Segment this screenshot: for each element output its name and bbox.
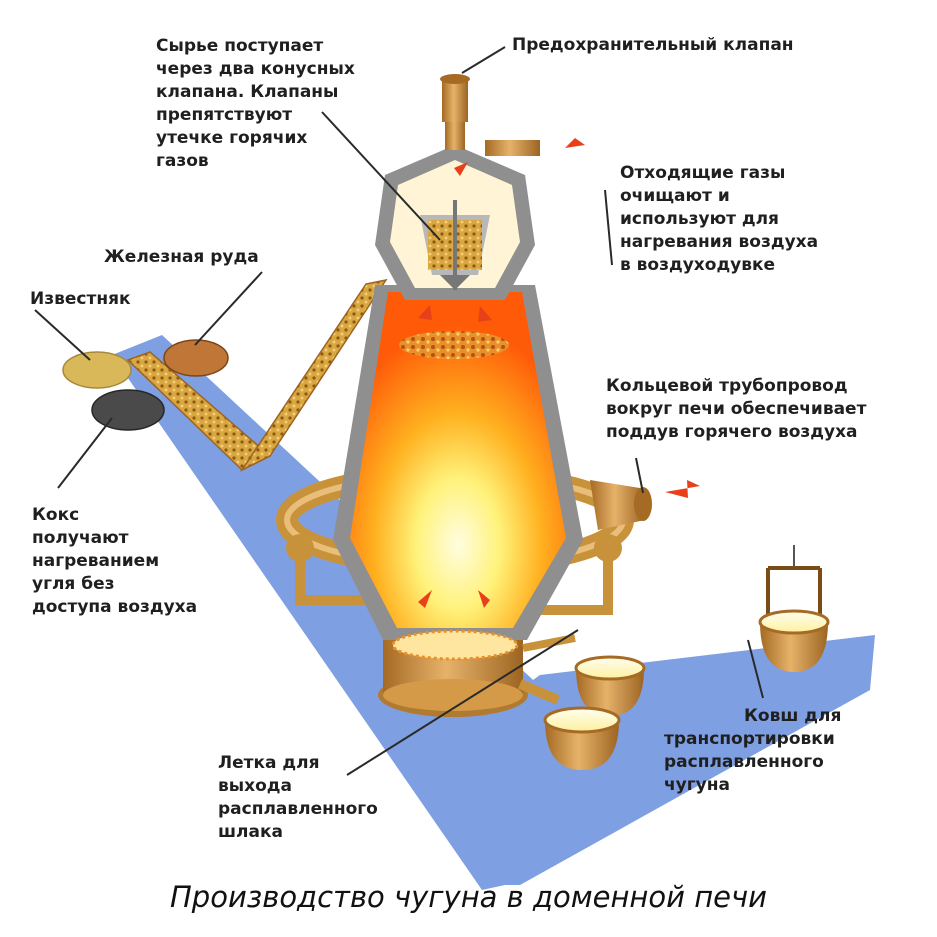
label-slag-tap: Летка для выхода расплавленного шлака — [218, 752, 378, 844]
label-line: газов — [156, 151, 209, 171]
iron-tap-channel — [518, 679, 560, 705]
floor-walkway — [112, 335, 560, 890]
label-line: расплавленного — [664, 752, 824, 772]
label-line: выхода — [218, 776, 292, 796]
label-line: угля без — [32, 574, 115, 594]
ladle-2 — [543, 706, 621, 770]
label-limestone: Известняк — [30, 288, 131, 311]
label-line: получают — [32, 528, 129, 548]
label-line: Предохранительный клапан — [512, 35, 794, 55]
label-raw-material: Сырье поступает через два конусных клапа… — [156, 35, 355, 173]
ladle-1 — [574, 655, 646, 716]
label-ring-pipe: Кольцевой трубопровод вокруг печи обеспе… — [606, 375, 866, 444]
label-line: в воздуходувке — [620, 255, 776, 275]
coke-pile — [91, 389, 165, 431]
label-line: поддув горячего воздуха — [606, 422, 858, 442]
label-coke: Кокс получают нагреванием угля без досту… — [32, 504, 197, 619]
label-line: утечке горячих — [156, 128, 308, 148]
label-line: шлака — [218, 822, 283, 842]
leader-lines — [34, 46, 764, 776]
label-line: Сырье поступает — [156, 36, 324, 56]
label-line: Ковш для — [744, 706, 842, 726]
label-line: Летка для — [218, 753, 320, 773]
label-iron-ore: Железная руда — [104, 246, 259, 269]
label-line: расплавленного — [218, 799, 378, 819]
label-line: Кокс — [32, 505, 80, 525]
label-line: очищают и — [620, 186, 730, 206]
label-line: чугуна — [664, 775, 730, 795]
label-line: вокруг печи обеспечивает — [606, 399, 867, 419]
furnace-top — [375, 74, 540, 300]
label-ladle: Ковш для транспортировки расплавленного … — [664, 705, 841, 797]
label-line: Кольцевой трубопровод — [606, 376, 848, 396]
label-line: Отходящие газы — [620, 163, 786, 183]
limestone-pile — [62, 351, 132, 389]
label-line: транспортировки — [664, 729, 835, 749]
furnace-burden-layer — [399, 331, 509, 359]
label-line: нагревания воздуха — [620, 232, 819, 252]
label-line: нагреванием — [32, 551, 160, 571]
label-line: Железная руда — [104, 247, 259, 267]
conveyor-belt — [126, 278, 388, 472]
label-line: через два конусных — [156, 59, 355, 79]
safety-valve — [440, 74, 470, 84]
slag-tap-channel — [522, 634, 576, 652]
slag-zone — [391, 629, 519, 661]
furnace-body — [333, 285, 583, 661]
label-line: используют для — [620, 209, 779, 229]
gas-flow-arrows — [418, 138, 700, 608]
diagram-caption: Производство чугуна в доменной печи — [170, 880, 767, 914]
label-safety-valve: Предохранительный клапан — [512, 34, 794, 57]
ladle-3-hanging — [758, 545, 830, 672]
iron-ore-pile — [163, 339, 229, 377]
label-line: клапана. Клапаны — [156, 82, 339, 102]
label-line: доступа воздуха — [32, 597, 198, 617]
cone-valve — [440, 275, 470, 290]
label-line: препятствуют — [156, 105, 293, 125]
label-line: Известняк — [30, 289, 131, 309]
label-exhaust-gases: Отходящие газы очищают и используют для … — [620, 162, 818, 277]
